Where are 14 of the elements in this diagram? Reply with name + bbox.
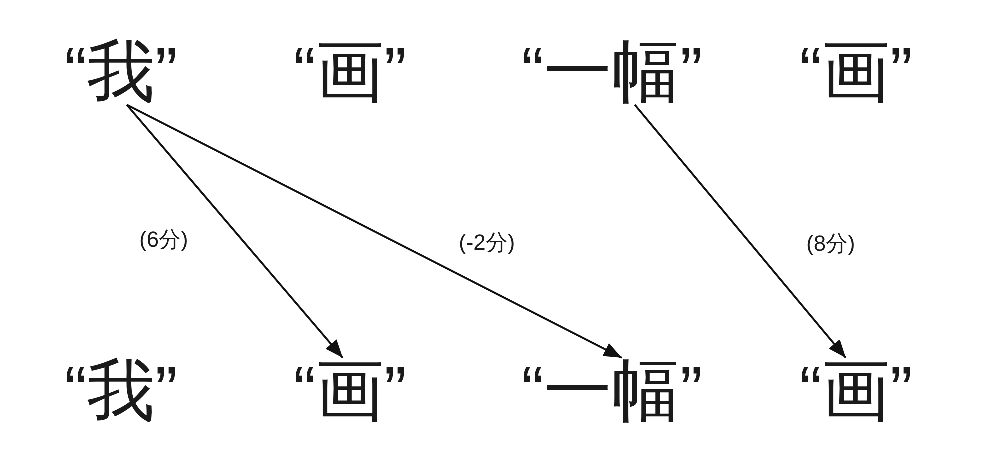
word-label: “画” <box>294 358 407 424</box>
edge-label: (-2分) <box>458 230 516 256</box>
word-label: “一幅” <box>522 358 703 424</box>
word-label: “画” <box>800 358 913 424</box>
arrow <box>126 104 622 359</box>
word-label: “我” <box>64 39 178 105</box>
edge-label: (6分) <box>138 227 190 253</box>
word-label: “一幅” <box>522 39 703 105</box>
arrow <box>126 104 344 359</box>
word-label: “我” <box>64 358 178 424</box>
word-label: “画” <box>800 39 913 105</box>
edge-label: (8分) <box>806 231 856 257</box>
arrow <box>634 104 847 359</box>
word-label: “画” <box>294 39 407 105</box>
